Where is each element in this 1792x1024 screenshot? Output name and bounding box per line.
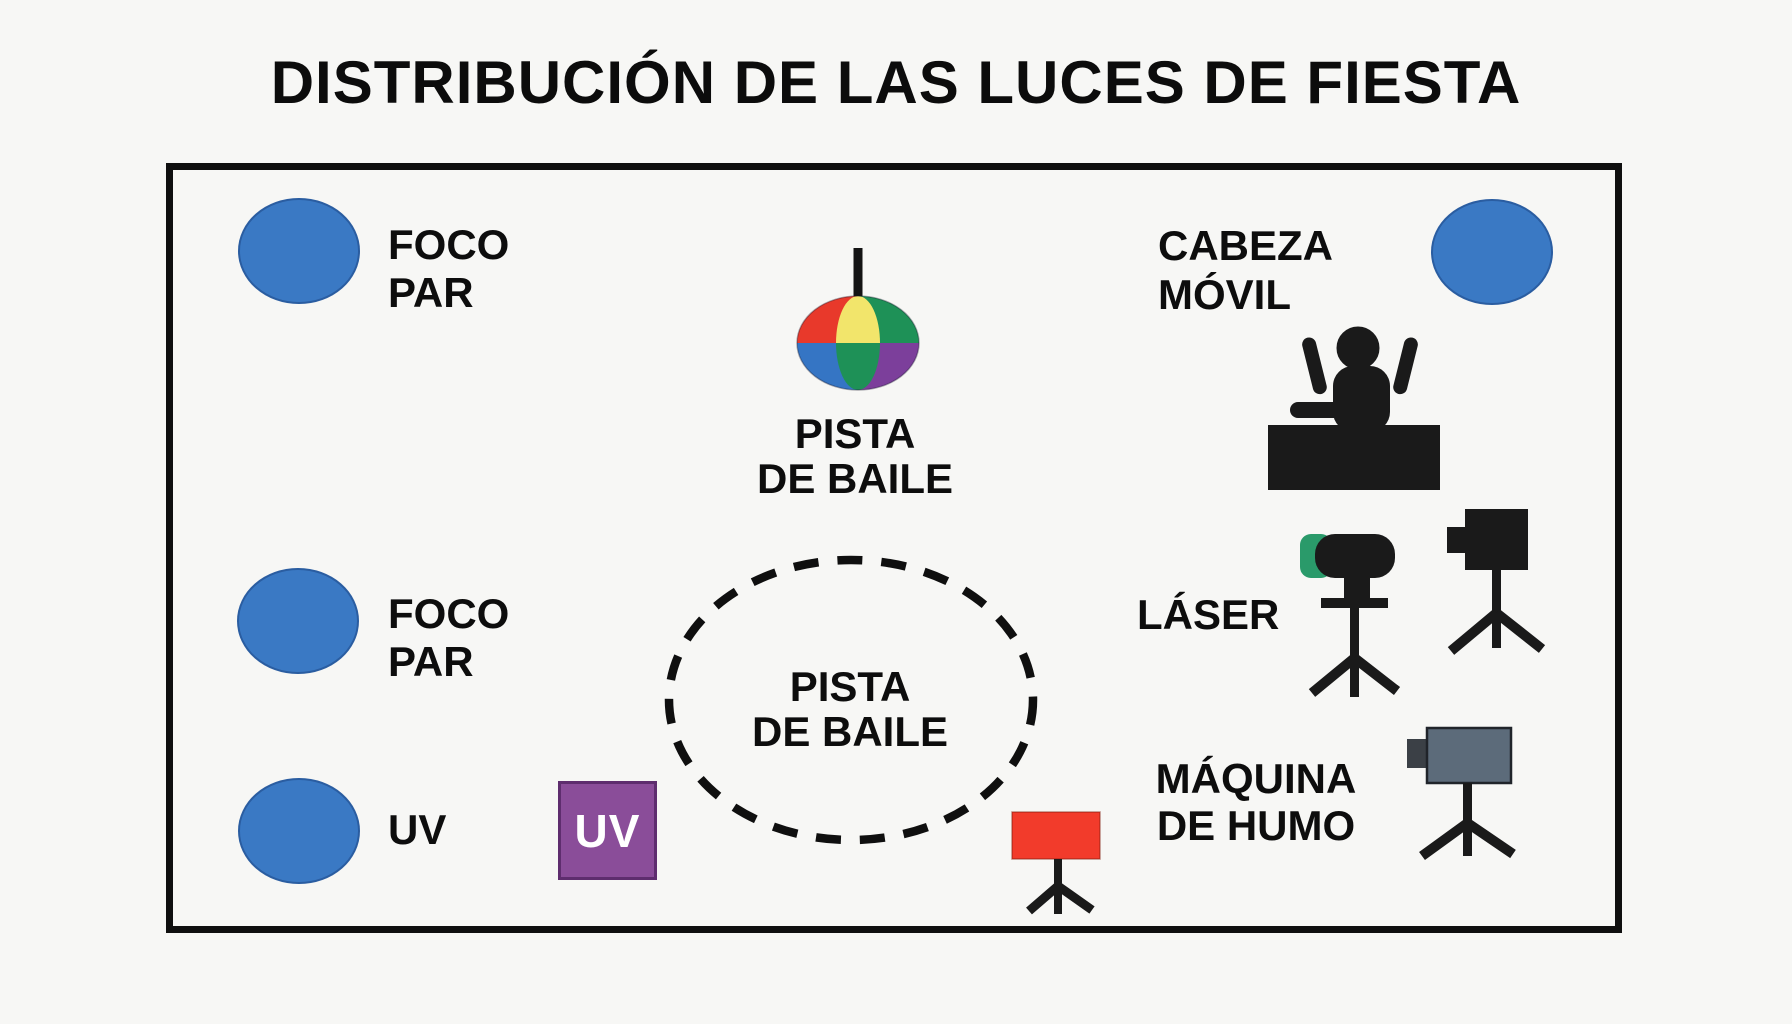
foco-par-label-middle-line1: FOCO bbox=[388, 590, 510, 637]
dance-floor-label: PISTA DE BAILE bbox=[700, 664, 1000, 754]
disco-ball-area-label-line2: DE BAILE bbox=[756, 455, 953, 502]
foco-par-light-icon-middle bbox=[237, 568, 359, 674]
maquina-de-humo-label-line1: MÁQUINA bbox=[1155, 755, 1357, 802]
foco-par-label-top-line1: FOCO bbox=[388, 221, 510, 268]
moving-light-fixture-icon bbox=[1447, 509, 1546, 655]
disco-ball-area-label-line1: PISTA bbox=[794, 410, 916, 457]
uv-square-icon: UV bbox=[558, 781, 657, 880]
uv-square-label: UV bbox=[574, 804, 641, 857]
laser-projector-icon bbox=[1300, 534, 1401, 697]
uv-circle-label: UV bbox=[388, 806, 447, 853]
cabeza-movil-label-line2: MÓVIL bbox=[1158, 271, 1291, 318]
foco-par-label-middle: FOCO PAR bbox=[388, 590, 509, 686]
dance-floor-label-line1: PISTA bbox=[789, 663, 911, 710]
disco-ball-area-label: PISTA DE BAILE bbox=[705, 411, 1005, 501]
dance-floor-label-line2: DE BAILE bbox=[751, 708, 948, 755]
cabeza-movil-label-line1: CABEZA bbox=[1158, 222, 1333, 269]
uv-light-icon-circle bbox=[238, 778, 360, 884]
page-title: DISTRIBUCIÓN DE LAS LUCES DE FIESTA bbox=[270, 49, 1522, 116]
foco-par-light-icon-top bbox=[238, 198, 360, 304]
foco-par-label-top-line2: PAR bbox=[388, 269, 474, 316]
foco-par-label-middle-line2: PAR bbox=[388, 638, 474, 685]
smoke-machine-icon bbox=[1407, 726, 1516, 861]
room-outline bbox=[166, 163, 1622, 933]
red-light-fixture-icon bbox=[1011, 811, 1101, 915]
dance-floor-outline bbox=[664, 555, 1038, 845]
foco-par-label-top: FOCO PAR bbox=[388, 221, 509, 317]
cabeza-movil-label: CABEZA MÓVIL bbox=[1158, 221, 1333, 319]
laser-label: LÁSER bbox=[1137, 591, 1280, 638]
disco-ball-icon bbox=[796, 248, 920, 391]
maquina-de-humo-label-line2: DE HUMO bbox=[1156, 802, 1356, 849]
maquina-de-humo-label: MÁQUINA DE HUMO bbox=[1106, 755, 1406, 849]
cabeza-movil-light-icon bbox=[1431, 199, 1553, 305]
dj-booth-icon bbox=[1268, 321, 1440, 490]
